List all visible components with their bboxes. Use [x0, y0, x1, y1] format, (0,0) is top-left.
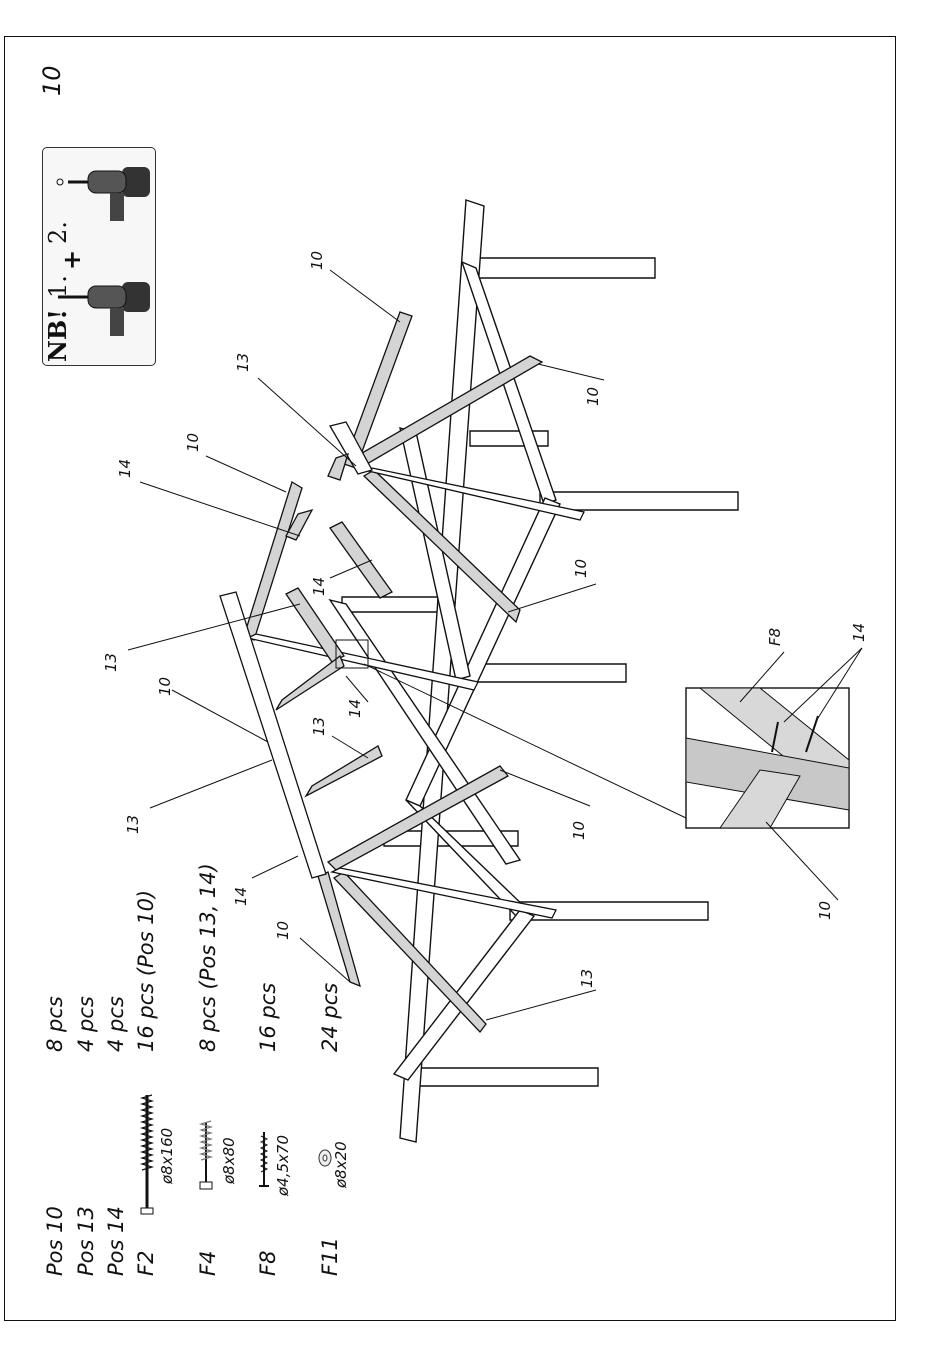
callout-label: 13 — [126, 815, 141, 834]
callout-label: 13 — [236, 353, 251, 372]
callout-label: 14 — [852, 623, 867, 642]
callout-label: 13 — [580, 969, 595, 988]
callout-label: F8 — [768, 628, 783, 646]
callout-label: 10 — [158, 677, 173, 696]
callout-label: 14 — [312, 577, 327, 596]
callout-label: 10 — [586, 387, 601, 406]
callout-label: 10 — [310, 251, 325, 270]
callout-label: 10 — [276, 921, 291, 940]
callout-label: 14 — [234, 887, 249, 906]
callout-label: 10 — [574, 559, 589, 578]
callout-label: 13 — [104, 653, 119, 672]
detail-inset — [686, 688, 849, 828]
callout-label: 14 — [118, 459, 133, 478]
callout-label: 10 — [186, 433, 201, 452]
callout-label: 10 — [818, 901, 833, 920]
callout-label: 14 — [348, 699, 363, 718]
callout-label: 13 — [312, 717, 327, 736]
callout-label: 10 — [572, 821, 587, 840]
